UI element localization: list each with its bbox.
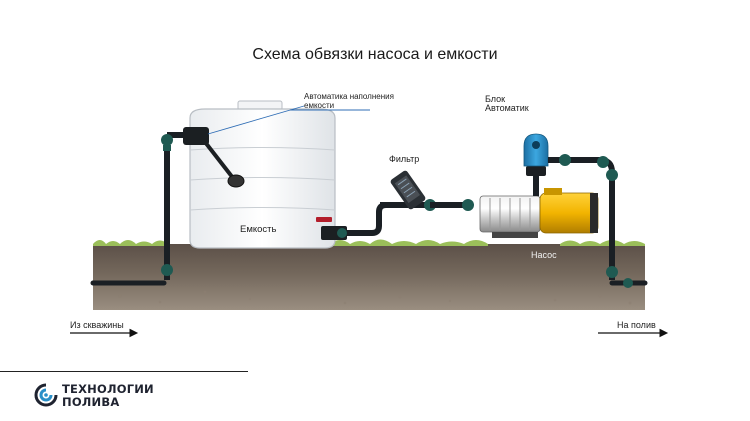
- diagram-title: Схема обвязки насоса и емкости: [252, 46, 498, 63]
- pump-fan-cover: [590, 193, 598, 233]
- control-unit-label: Блок Автоматик: [485, 95, 529, 113]
- brand-logo-line-2: ПОЛИВА: [62, 394, 120, 409]
- elbow-fitting-bottom: [161, 264, 173, 276]
- float-arm: [203, 140, 235, 180]
- pump-motor: [539, 192, 599, 234]
- filter-mesh-line-1: [397, 178, 407, 186]
- pump-label: Насос: [531, 250, 557, 260]
- pump-terminal-box: [544, 188, 562, 195]
- float-valve-leader-line: [207, 105, 305, 135]
- brand-logo-line-1: ТЕХНОЛОГИИ: [62, 382, 154, 396]
- soil-pebbles: [118, 290, 632, 305]
- tank-rib-1: [189, 147, 336, 151]
- coupling-fitting: [163, 145, 171, 151]
- ground: [93, 239, 645, 310]
- brand-logo-text: ТЕХНОЛОГИИ ПОЛИВА: [62, 383, 154, 408]
- pump-base: [492, 232, 538, 238]
- filter: [380, 170, 474, 211]
- inlet-label: Из скважины: [70, 320, 124, 330]
- float-ball-icon: [227, 174, 245, 188]
- water-tank: [189, 100, 336, 249]
- brand-logo[interactable]: ТЕХНОЛОГИИ ПОЛИВА: [34, 381, 184, 409]
- filter-label: Фильтр: [389, 154, 420, 164]
- tank-label: Емкость: [240, 224, 277, 235]
- valve-handle: [316, 217, 332, 222]
- discharge-fitting: [559, 154, 571, 166]
- filter-mesh-line-3: [403, 186, 413, 194]
- filter-housing: [390, 170, 426, 210]
- outlet-elbow-bottom: [606, 266, 618, 278]
- flow-arrows: [70, 328, 669, 338]
- float-valve-body: [183, 127, 209, 145]
- footer-divider: [0, 371, 248, 372]
- control-unit-assembly: [523, 133, 604, 196]
- grass-right: [560, 240, 645, 246]
- control-unit-body: [523, 133, 549, 167]
- float-valve-label: Автоматика наполнения емкости: [304, 92, 394, 110]
- control-unit-adapter: [526, 166, 546, 176]
- pump: [479, 188, 599, 238]
- float-valve-label-line-1: Автоматика наполнения: [304, 92, 394, 101]
- filter-mesh-line-4: [406, 190, 416, 198]
- outlet-arrow-icon: [659, 328, 669, 338]
- elbow-fitting-top: [161, 134, 173, 146]
- brand-logo-icon: [34, 383, 58, 407]
- float-valve-label-line-2: емкости: [304, 101, 335, 110]
- outlet-elbow-top: [597, 156, 609, 168]
- inlet-arrow-icon: [129, 328, 139, 338]
- control-unit-label-line-1: Блок: [485, 94, 506, 104]
- pump-suction-fitting: [462, 199, 474, 211]
- outlet-fitting-bottom: [623, 278, 633, 288]
- grass-middle: [330, 239, 488, 246]
- soil-layer: [93, 244, 645, 310]
- valve-fitting: [337, 228, 347, 238]
- float-valve: [183, 127, 245, 188]
- filter-mesh-line-2: [400, 182, 410, 190]
- outlet-riser: [597, 156, 633, 288]
- control-unit-label-line-2: Автоматик: [485, 103, 529, 113]
- outlet-pipe-to-filter: [347, 202, 387, 236]
- tank-rib-2: [189, 177, 336, 181]
- control-unit-gauge: [532, 141, 540, 149]
- grass-left: [93, 240, 168, 246]
- outlet-fitting-top: [606, 169, 618, 181]
- tank-rib-3: [189, 207, 336, 211]
- outlet-label: На полив: [617, 320, 656, 330]
